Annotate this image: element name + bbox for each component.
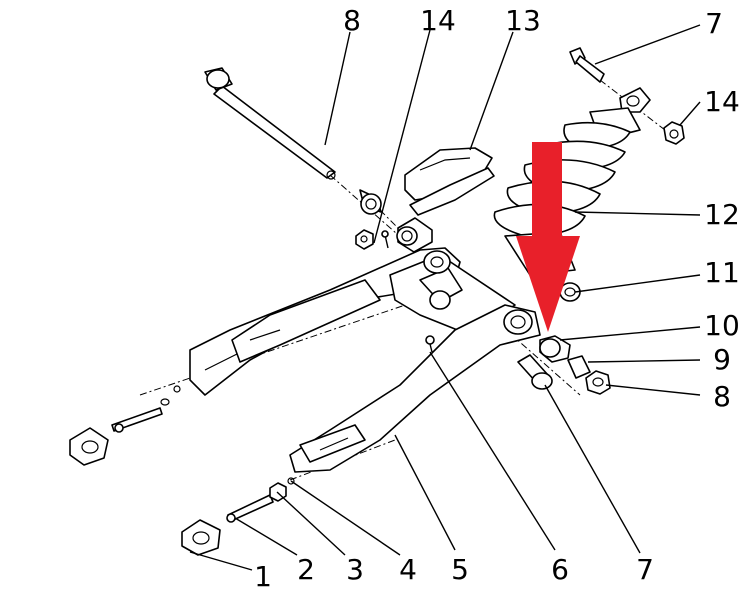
- shock-absorber-part: [493, 87, 651, 302]
- callout-2: 2: [297, 553, 315, 586]
- callout-14-right: 14: [704, 85, 740, 118]
- pivot-bushing-part: [396, 217, 433, 253]
- callout-7-bottom: 7: [636, 553, 654, 586]
- callout-8-top: 8: [343, 4, 361, 37]
- spacer-part-9: [567, 355, 591, 379]
- small-nut-part: [355, 229, 374, 250]
- callout-labels: 8 14 13 7 14 12 11 10 9 8 1 2 3 4 5 6 7: [254, 4, 740, 593]
- callout-9: 9: [713, 343, 731, 376]
- callout-10: 10: [704, 309, 740, 342]
- callout-6: 6: [551, 553, 569, 586]
- callout-4: 4: [399, 553, 417, 586]
- red-pointer-arrow: [516, 142, 580, 332]
- left-axle-adjuster-part: [69, 385, 181, 466]
- axle-shaft-part: [204, 67, 336, 180]
- callout-11: 11: [704, 256, 740, 289]
- nut-part-8: [585, 370, 611, 395]
- chain-guide-part: [404, 147, 495, 216]
- grease-fitting-part-6: [425, 335, 435, 353]
- nut-part-right: [663, 121, 685, 145]
- bolt-part-7-bottom: [517, 354, 553, 390]
- bottom-axle-adjuster-part: [181, 519, 221, 556]
- bolt-part-top: [569, 47, 605, 83]
- callout-5: 5: [451, 553, 469, 586]
- callout-7-top: 7: [705, 7, 723, 40]
- callout-8-right: 8: [713, 380, 731, 413]
- bushing-part-10: [539, 335, 571, 363]
- bushing-part-top: [359, 189, 382, 215]
- callout-14-top: 14: [420, 4, 456, 37]
- callout-13: 13: [505, 4, 541, 37]
- bottom-adjuster-bolt-part: [226, 494, 274, 523]
- callout-12: 12: [704, 198, 740, 231]
- callout-3: 3: [346, 553, 364, 586]
- bottom-washer-part: [287, 477, 295, 485]
- callout-1: 1: [254, 560, 272, 593]
- swing-arm-part: [189, 247, 541, 473]
- leader-lines: [189, 24, 701, 571]
- small-screw-part: [381, 230, 389, 249]
